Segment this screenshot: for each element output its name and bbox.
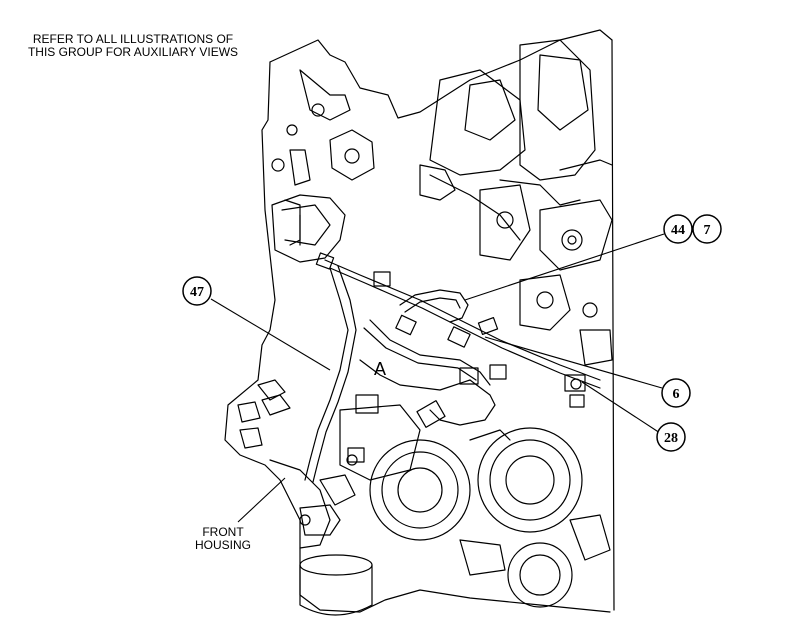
callout-28-label: 28 [664,431,678,446]
reference-note-line1: REFER TO ALL ILLUSTRATIONS OF [32,32,234,46]
tube-bundle-left [271,194,346,263]
callout-47-circle [182,276,212,306]
view-label-a: A [374,359,386,379]
hose-left-long [304,267,349,481]
bottom-pipe [299,564,373,616]
callout-7-circle [692,214,722,244]
front-cover-left [369,439,471,541]
leader-44 [464,233,665,301]
front-housing-label: FRONT HOUSING [178,526,268,552]
callout-7-label: 7 [704,223,711,238]
callout-28-circle [656,422,686,452]
reference-note: REFER TO ALL ILLUSTRATIONS OF THIS GROUP… [8,33,258,59]
callout-47-label: 47 [190,285,204,300]
lower-cover [507,542,573,608]
callout-6-circle [661,378,691,408]
block-boss-2 [329,129,375,181]
callout-6-label: 6 [673,387,680,402]
turbo-housing-left [429,69,526,176]
leader-28 [581,381,661,434]
turbo-housing-right [519,39,596,181]
leader-47 [210,298,331,371]
fitting-block [355,394,379,414]
callout-44-circle [663,214,693,244]
engine-block-left-outline [224,61,611,613]
main-fuel-line [324,259,601,381]
front-housing-line1: FRONT [202,525,244,539]
front-housing-line2: HOUSING [194,538,251,552]
loop-hose [399,289,469,323]
reference-note-line2: THIS GROUP FOR AUXILIARY VIEWS [27,45,239,59]
callout-44-label: 44 [671,223,685,238]
lower-plate-left [339,404,421,481]
block-boss-3 [479,184,531,261]
hose-middle [369,319,491,386]
leader-front-housing [237,477,286,523]
upper-boss [299,69,351,121]
section-boundary-line [611,39,615,611]
leader-6 [484,336,663,389]
front-cover-right [477,427,583,533]
